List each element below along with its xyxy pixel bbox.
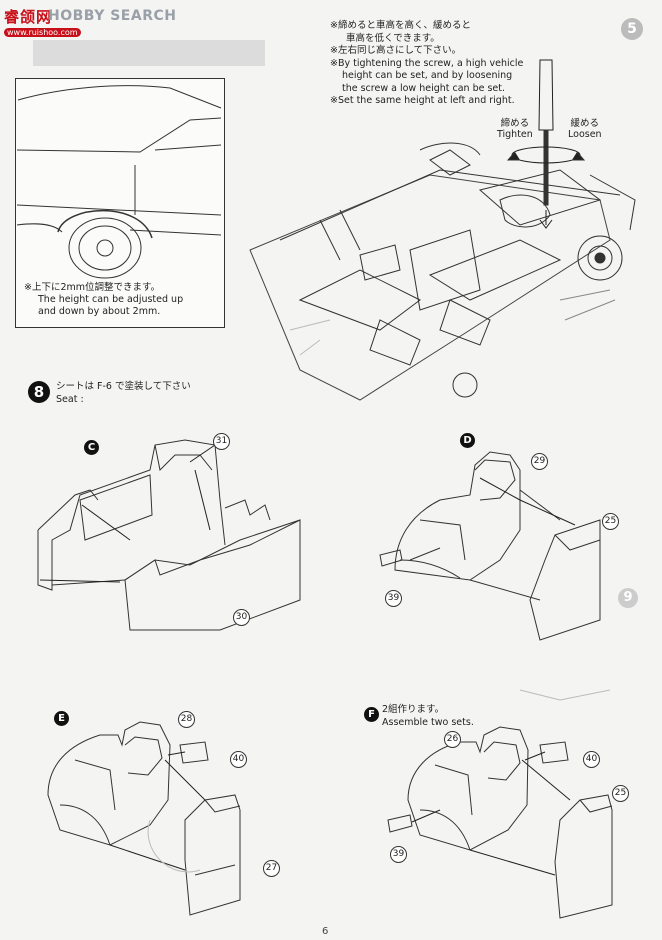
part-25b-label: 25: [612, 785, 629, 802]
height-note-en-3: the screw a low height can be set.: [342, 82, 506, 94]
height-note-jp-1: ※締めると車高を高く、緩めると: [330, 20, 471, 31]
watermark-logo: 睿颌网 HOBBY SEARCH www.ruishoo.com: [4, 4, 204, 38]
callout-note: ※上下に2mm位調整できます。 The height can be adjust…: [24, 282, 224, 318]
step-8-en: Seat :: [56, 393, 84, 405]
part-31-label: 31: [213, 433, 230, 450]
part-40-label: 40: [230, 751, 247, 768]
side-step-marker: 5: [621, 18, 643, 40]
part-39-label: 39: [385, 590, 402, 607]
header-band: [33, 40, 265, 66]
substep-c-badge: C: [84, 440, 99, 455]
loosen-label: 緩める Loosen: [568, 118, 602, 140]
seat-e-illustration: [47, 721, 241, 916]
substep-d-badge: D: [460, 433, 475, 448]
seat-f-illustration: [387, 726, 613, 919]
tighten-jp: 締める: [500, 118, 530, 129]
substep-f-jp: 2組作ります。: [382, 704, 445, 715]
step-8-jp: シートは F-6 で塗装して下さい: [56, 381, 191, 392]
substep-f-badge: F: [364, 707, 379, 722]
tighten-en: Tighten: [497, 129, 533, 140]
tighten-label: 締める Tighten: [497, 118, 533, 140]
step-8-badge: 8: [28, 381, 50, 403]
height-notes: ※締めると車高を高く、緩めると 車高を低くできます。 ※左右同じ高さにして下さい…: [330, 20, 570, 108]
height-note-jp-3: ※左右同じ高さにして下さい。: [330, 45, 462, 56]
chassis-illustration: [249, 59, 636, 401]
part-26-label: 26: [444, 731, 461, 748]
step-8-text: シートは F-6 で塗装して下さい Seat :: [56, 381, 191, 406]
part-27-label: 27: [263, 860, 280, 877]
seat-c-illustration: [37, 439, 301, 631]
page-number: 6: [322, 926, 329, 937]
callout-note-jp: ※上下に2mm位調整できます。: [24, 282, 161, 293]
height-note-en-2: height can be set, and by loosening: [342, 70, 513, 81]
substep-f-note: 2組作ります。 Assemble two sets.: [382, 704, 474, 729]
callout-note-en-1: The height can be adjusted up: [38, 294, 184, 305]
height-note-en-1: ※By tightening the screw, a high vehicle: [330, 57, 524, 69]
substep-e-badge: E: [54, 711, 69, 726]
height-note-en-4: ※Set the same height at left and right.: [330, 95, 515, 106]
height-note-jp-2: 車高を低くできます。: [346, 32, 440, 44]
loosen-jp: 緩める: [570, 118, 600, 129]
watermark-url: www.ruishoo.com: [4, 28, 81, 37]
watermark-en: HOBBY SEARCH: [48, 8, 177, 24]
substep-f-en: Assemble two sets.: [382, 716, 474, 728]
loosen-en: Loosen: [568, 129, 602, 140]
side-step-marker-2: 9: [618, 588, 638, 608]
part-39b-label: 39: [390, 846, 407, 863]
part-28-label: 28: [178, 711, 195, 728]
part-40b-label: 40: [583, 751, 600, 768]
seat-d-illustration: [379, 451, 601, 641]
watermark-cn: 睿颌网: [4, 8, 53, 26]
callout-note-en-2: and down by about 2mm.: [38, 306, 161, 317]
part-29-label: 29: [531, 453, 548, 470]
part-25-label: 25: [602, 513, 619, 530]
part-30-label: 30: [233, 609, 250, 626]
